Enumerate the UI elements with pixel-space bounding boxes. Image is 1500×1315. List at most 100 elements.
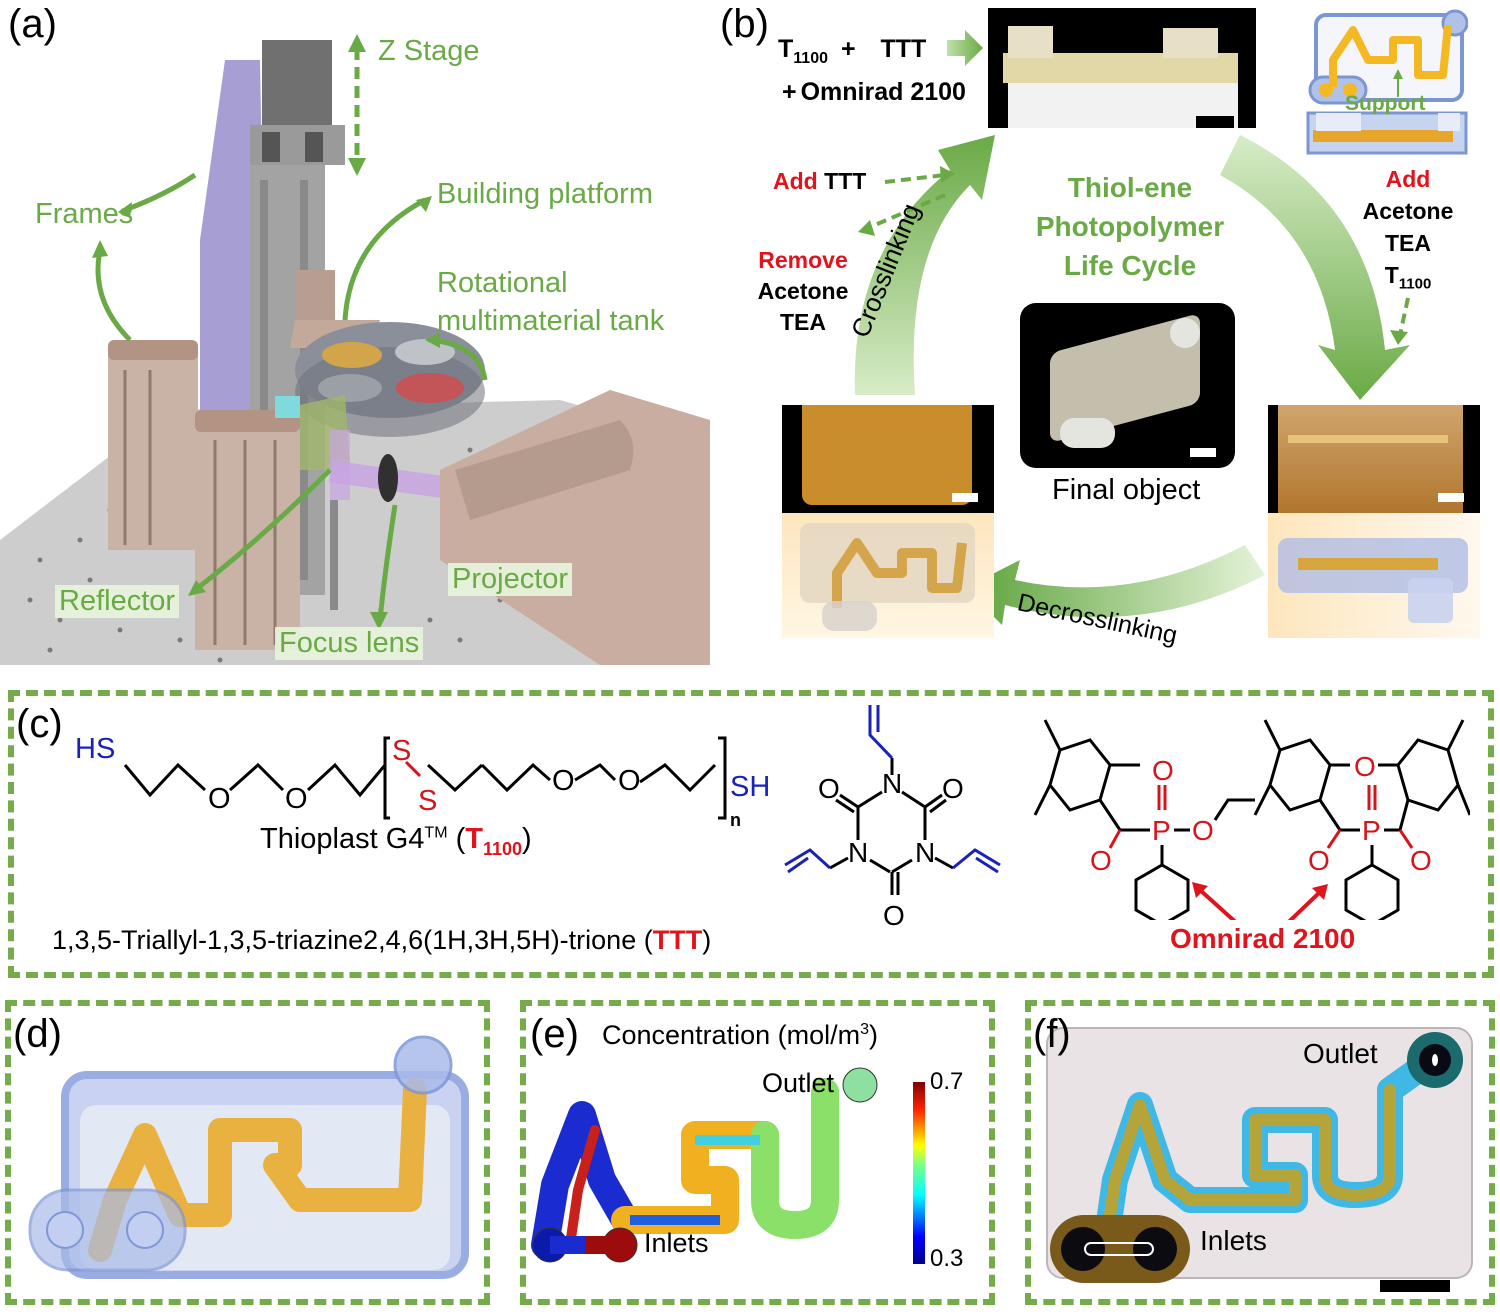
resin-formula: T1100 + TTT <box>778 35 926 68</box>
callout-frames: Frames <box>35 198 134 230</box>
remove-item-tea: TEA <box>780 309 826 335</box>
callout-focus-lens: Focus lens <box>275 627 424 660</box>
model-right <box>1268 513 1480 638</box>
light-beam <box>329 460 471 502</box>
support-schematic <box>1306 9 1468 155</box>
p-atom: P <box>1362 815 1381 846</box>
n-atom-left: N <box>848 837 868 868</box>
panel-f-label: (f) <box>1033 1012 1071 1056</box>
printer-rendering <box>0 34 710 665</box>
inlets-label: Inlets <box>1200 1225 1267 1256</box>
callout-building-platform: Building platform <box>437 178 653 210</box>
inlets-label: Inlets <box>644 1228 709 1258</box>
omnirad-pointer-arrows <box>1198 888 1322 920</box>
ttt-structure: N N N O O O <box>784 705 1001 931</box>
frame-pillar-front <box>195 420 300 650</box>
panel-b-label: (b) <box>720 2 769 46</box>
chip-model-3d <box>28 1035 469 1279</box>
ttt-name: 1,3,5-Triallyl-1,3,5-triazine2,4,6(1H,3H… <box>52 925 712 955</box>
support-label: Support <box>1345 92 1426 115</box>
solution-photo-left <box>782 405 994 513</box>
callout-z-stage: Z Stage <box>378 35 480 67</box>
asu-model-left-icon <box>800 523 975 631</box>
lens-post <box>330 500 338 610</box>
outlet-port <box>842 1067 878 1103</box>
dissolution-arrow <box>1220 135 1410 400</box>
add-right-acetone: Acetone <box>1362 198 1454 224</box>
callout-projector: Projector <box>448 563 573 596</box>
channel-a-blue <box>531 1101 639 1259</box>
o-atom: O <box>1354 751 1376 782</box>
life-cycle-title: Thiol-ene Photopolymer Life Cycle <box>1005 168 1255 285</box>
o-atom-3: O <box>552 765 575 797</box>
crosslinking-arrow <box>854 135 995 395</box>
scale-bar <box>1380 1280 1450 1292</box>
panel-e-frame <box>520 1000 995 1305</box>
n-atom-top: N <box>882 768 902 799</box>
panel-c: (c) HS O O S S O O SH n Thioplast G4TM (… <box>0 690 1500 978</box>
formula-plus1: + <box>840 35 856 63</box>
p-atom: P <box>1152 815 1171 846</box>
panel-c-label: (c) <box>16 702 63 746</box>
o-atom-left: O <box>818 773 840 804</box>
z-stage-motor <box>262 40 332 125</box>
asu-model-right-icon <box>1278 538 1468 623</box>
channel-s <box>611 1121 779 1234</box>
life-cycle-arrows <box>854 135 1410 625</box>
sh-right: SH <box>730 771 770 803</box>
focus-lens <box>378 454 398 502</box>
hs-left: HS <box>75 733 115 765</box>
decrosslinking-arrow <box>965 545 1265 625</box>
formula-arrow-icon <box>947 30 983 66</box>
panel-d-label: (d) <box>13 1012 62 1056</box>
callout-rotational-line1: Rotational <box>437 267 568 299</box>
o-atom: O <box>1308 845 1330 876</box>
o-atom: O <box>1410 845 1432 876</box>
callout-reflector: Reflector <box>55 585 180 618</box>
panel-d-frame <box>5 1000 490 1305</box>
model-left <box>782 513 994 638</box>
formula-t-sub: 1100 <box>793 50 828 67</box>
n-atom-right: N <box>915 837 935 868</box>
panel-d: (d) <box>5 1000 490 1305</box>
panel-f: (f) Outlet Inlets <box>1025 1000 1495 1305</box>
colorbar-max: 0.7 <box>930 1068 964 1095</box>
frame-pillar-left <box>108 350 198 550</box>
formula-plus2: + <box>782 78 797 106</box>
printed-part-photo <box>988 8 1256 128</box>
o-atom-bottom: O <box>883 900 905 931</box>
add-right-tea: TEA <box>1385 230 1431 256</box>
title-line-3: Life Cycle <box>1063 250 1197 281</box>
resin-formula-line2: +Omnirad 2100 <box>782 78 966 107</box>
repeat-n: n <box>730 810 741 830</box>
panel-a: (a) <box>0 0 720 680</box>
s-atom-2: S <box>418 785 437 817</box>
scale-bar <box>952 493 978 502</box>
o-atom-right: O <box>942 773 964 804</box>
o-atom: O <box>1152 755 1174 786</box>
thioplast-structure: HS O O S S O O SH n <box>75 733 770 830</box>
callout-rotational-line2: multimaterial tank <box>437 305 665 337</box>
thioplast-name: Thioplast G4TM (T1100) <box>260 823 532 859</box>
add-right-callout: Add Acetone TEA T1100 <box>1358 163 1458 301</box>
add-ttt-verb: Add <box>773 168 818 194</box>
remove-item-acetone: Acetone <box>757 278 849 304</box>
o-atom: O <box>1090 845 1112 876</box>
remove-callout: Remove Acetone TEA <box>748 245 858 338</box>
add-ttt-callout: Add TTT <box>773 168 866 195</box>
remove-verb: Remove <box>758 247 848 273</box>
omnirad-structures: O P O O O P O O <box>1033 719 1470 920</box>
panel-b: (b) T1100 + TTT +Omnirad 2100 Support <box>720 0 1500 680</box>
omnirad-label: Omnirad 2100 <box>1170 923 1356 954</box>
cube-marker <box>275 396 300 418</box>
o-atom-2: O <box>285 783 308 815</box>
title-line-2: Photopolymer <box>1035 211 1225 242</box>
channel-a-red <box>565 1125 600 1250</box>
final-object-photo <box>1020 303 1235 468</box>
add-right-t1100: T1100 <box>1384 262 1432 293</box>
formula-ttt: TTT <box>880 35 927 63</box>
outlet-label: Outlet <box>762 1068 835 1098</box>
final-object-label: Final object <box>1052 474 1201 506</box>
o-atom-4: O <box>618 765 641 797</box>
panel-f-frame <box>1025 1000 1495 1305</box>
